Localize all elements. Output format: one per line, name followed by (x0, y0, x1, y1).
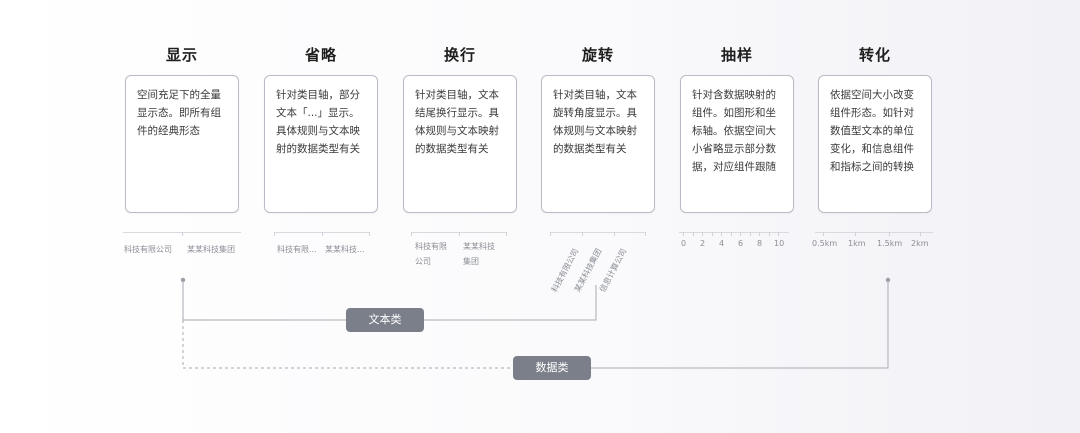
axis-label-display-1: 科技有限公司 (124, 245, 172, 254)
axis-tick (823, 232, 824, 236)
title-wrap: 换行 (443, 46, 476, 64)
axis-tick (322, 232, 323, 236)
axis-tick (614, 232, 615, 236)
axis-label-transform-1: 0.5km (812, 239, 838, 248)
axis-label-transform-3: 1.5km (877, 239, 903, 248)
axis-tick (769, 232, 770, 236)
axis-rotate (550, 232, 646, 233)
axis-tick (702, 232, 703, 236)
title-rotate: 旋转 (581, 46, 614, 64)
axis-tick (889, 232, 890, 236)
axis-tick (582, 232, 583, 236)
card-display: 空间充足下的全量显示态。即所有组件的经典形态 (125, 75, 239, 213)
axis-tick (721, 232, 722, 236)
axis-label-wrap-2a: 某某科技 (463, 242, 495, 251)
card-rotate: 针对类目轴，文本旋转角度显示。具体规则与文本映射的数据类型有关 (541, 75, 655, 213)
axis-label-sampling-6: 10 (774, 239, 785, 248)
axis-tick (683, 232, 684, 236)
axis-label-wrap-1b: 公司 (415, 257, 431, 266)
axis-tick (550, 232, 551, 236)
title-transform: 转化 (858, 46, 891, 64)
axis-label-transform-4: 2km (911, 239, 929, 248)
axis-tick (506, 232, 507, 236)
axis-tick (369, 232, 370, 236)
card-sampling: 针对含数据映射的组件。如图形和坐标轴。依据空间大小省略显示部分数据，对应组件跟随 (680, 75, 794, 213)
title-sampling: 抽样 (720, 46, 753, 64)
title-ellipsis: 省略 (304, 46, 337, 64)
axis-sampling (679, 232, 789, 233)
axis-label-sampling-3: 4 (719, 239, 725, 248)
data-group-badge: 数据类 (513, 356, 591, 380)
axis-label-sampling-1: 0 (681, 239, 687, 248)
axis-label-sampling-4: 6 (738, 239, 744, 248)
axis-label-sampling-2: 2 (700, 239, 706, 248)
axis-transform (815, 232, 933, 233)
axis-tick (855, 232, 856, 236)
data-group-connector-right (590, 280, 889, 369)
axis-tick (182, 232, 183, 236)
axis-label-wrap-2b: 集团 (463, 257, 479, 266)
text-group-badge: 文本类 (346, 308, 424, 332)
axis-tick (645, 232, 646, 236)
axis-tick (920, 232, 921, 236)
axis-tick (778, 232, 779, 236)
axis-tick (693, 232, 694, 236)
axis-tick (459, 232, 460, 236)
axis-tick (274, 232, 275, 236)
axis-label-wrap-1a: 科技有限 (415, 242, 447, 251)
axis-label-ellipsis-2: 某某科技... (325, 245, 365, 254)
axis-tick (740, 232, 741, 236)
axis-tick (411, 232, 412, 236)
card-wrap: 针对类目轴，文本结尾换行显示。具体规则与文本映射的数据类型有关 (403, 75, 517, 213)
title-display: 显示 (165, 46, 198, 64)
axis-label-ellipsis-1: 科技有限... (277, 245, 317, 254)
axis-label-display-2: 某某科技集团 (187, 245, 235, 254)
card-transform: 依据空间大小改变组件形态。如针对数值型文本的单位变化，和信息组件和指标之间的转换 (818, 75, 932, 213)
axis-tick (750, 232, 751, 236)
axis-tick (759, 232, 760, 236)
axis-tick (712, 232, 713, 236)
axis-label-transform-2: 1km (848, 239, 866, 248)
axis-label-sampling-5: 8 (757, 239, 763, 248)
card-ellipsis: 针对类目轴，部分文本「...」显示。具体规则与文本映射的数据类型有关 (264, 75, 378, 213)
axis-tick (731, 232, 732, 236)
